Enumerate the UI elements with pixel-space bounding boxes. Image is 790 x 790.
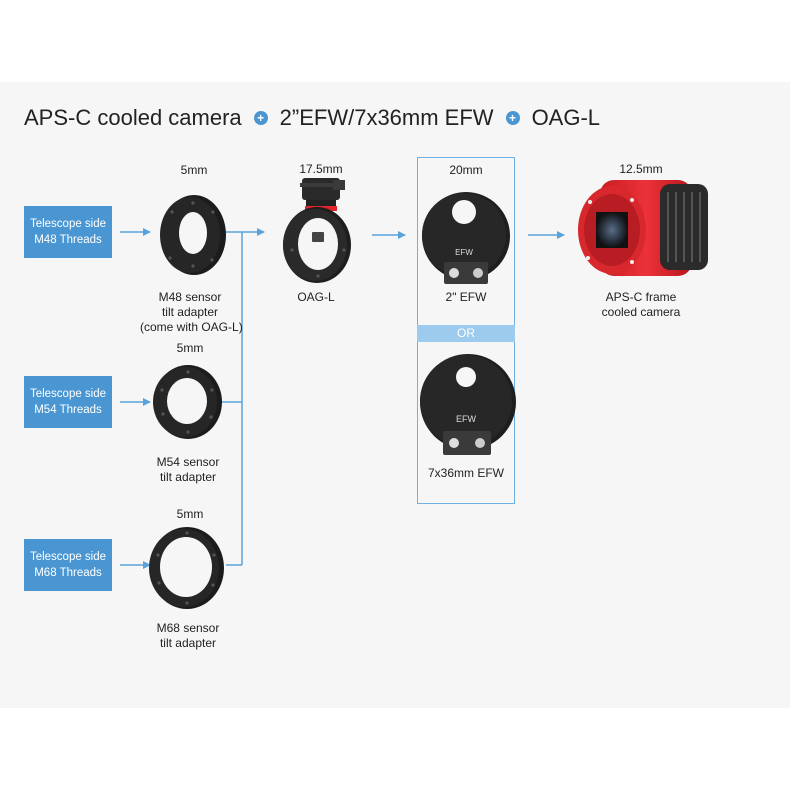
thread-label: M54 Threads	[34, 404, 102, 416]
adapter-name-line: tilt adapter	[161, 305, 219, 319]
efw-brand-text: EFW	[455, 248, 473, 257]
telescope-side-m48-box: Telescope side M48 Threads	[24, 206, 112, 258]
adapter-name-line: M54 sensor	[156, 455, 220, 469]
thread-label: M48 Threads	[34, 234, 102, 246]
adapter-note: (come with OAG-L)	[140, 320, 243, 334]
thread-label: M68 Threads	[34, 567, 102, 579]
title-camera: APS-C cooled camera	[24, 105, 242, 130]
oag-image	[283, 178, 351, 283]
adapter-name-line: M48 sensor	[158, 290, 222, 304]
camera-name-label: APS-C frame cooled camera	[586, 290, 696, 320]
m54-adapter-label: M54 sensor tilt adapter	[138, 455, 238, 485]
m48-adapter-image	[160, 195, 226, 275]
arrow-connectors	[120, 228, 565, 569]
oag-thickness-label: 17.5mm	[299, 162, 343, 176]
m68-adapter-label: M68 sensor tilt adapter	[138, 621, 238, 651]
m48-adapter-label: M48 sensor tilt adapter (come with OAG-L…	[140, 290, 243, 335]
plus-icon: +	[253, 111, 268, 125]
telescope-side-m54-box: Telescope side M54 Threads	[24, 376, 112, 428]
telescope-side-label: Telescope side	[29, 551, 107, 563]
efw-2inch-label: 2" EFW	[445, 290, 487, 304]
m54-thickness-label: 5mm	[176, 341, 204, 355]
m48-thickness-label: 5mm	[180, 163, 208, 177]
plus-icon: +	[505, 111, 520, 125]
adapter-name-line: tilt adapter	[159, 470, 217, 484]
camera-thickness-label: 12.5mm	[619, 162, 663, 176]
title-efw: 2”EFW/7x36mm EFW	[279, 105, 494, 130]
telescope-side-label: Telescope side	[29, 388, 107, 400]
efw-7x36-label: 7x36mm EFW	[427, 466, 504, 480]
title-oag: OAG-L	[531, 105, 601, 130]
m54-adapter-image	[153, 365, 222, 439]
efw-thickness-label: 20mm	[449, 163, 483, 177]
camera-name-line: APS-C frame	[605, 290, 677, 304]
oag-name-label: OAG-L	[297, 290, 335, 304]
efw-2inch-image: EFW	[422, 192, 510, 284]
page-title: APS-C cooled camera + 2”EFW/7x36mm EFW +…	[24, 100, 600, 136]
m68-thickness-label: 5mm	[176, 507, 204, 521]
efw-7x36-image: EFW	[420, 354, 516, 455]
telescope-side-m68-box: Telescope side M68 Threads	[24, 539, 112, 591]
or-divider: OR	[417, 325, 515, 342]
efw-brand-text: EFW	[456, 414, 477, 424]
m68-adapter-image	[149, 527, 224, 609]
camera-image	[578, 180, 708, 276]
adapter-name-line: tilt adapter	[159, 636, 217, 650]
telescope-side-label: Telescope side	[29, 218, 107, 230]
camera-name-line: cooled camera	[601, 305, 681, 319]
adapter-name-line: M68 sensor	[156, 621, 220, 635]
